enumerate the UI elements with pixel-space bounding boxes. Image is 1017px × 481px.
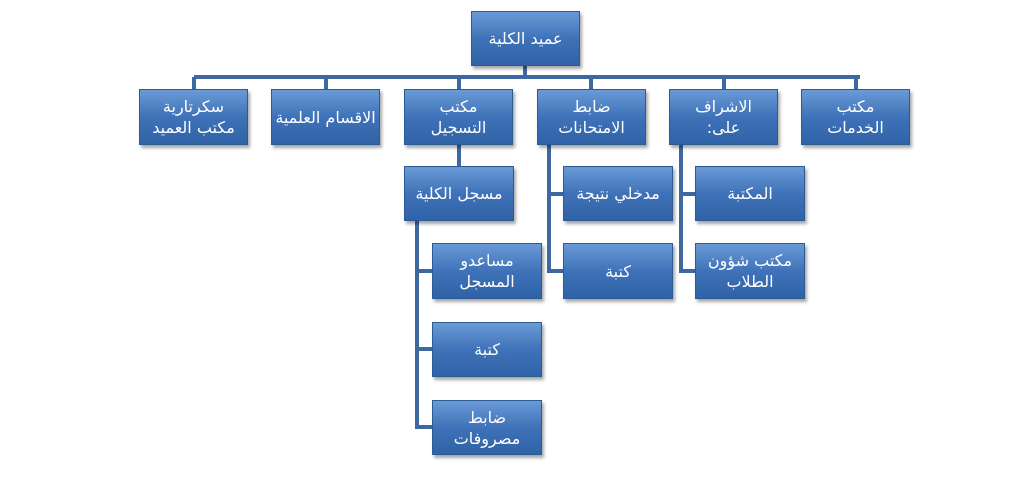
connector	[415, 425, 432, 429]
node-supervision: الاشراف على:	[669, 89, 778, 145]
connector	[192, 77, 196, 89]
connector	[457, 145, 461, 166]
node-services-office: مكتب الخدمات	[801, 89, 910, 145]
connector	[679, 269, 695, 273]
node-registration-clerks: كتبة	[432, 322, 542, 377]
node-exam-clerks: كتبة	[563, 243, 673, 299]
connector	[415, 347, 432, 351]
connector	[854, 77, 858, 89]
node-library: المكتبة	[695, 166, 805, 221]
connector	[679, 192, 695, 196]
connector	[679, 145, 683, 272]
node-result-entry: مدخلي نتيجة	[563, 166, 673, 221]
node-dean-secretariat: سكرتارية مكتب العميد	[139, 89, 248, 145]
node-expenses-officer: ضابط مصروفات	[432, 400, 542, 455]
node-dean: عميد الكلية	[471, 11, 580, 66]
node-registrar-assistants: مساعدو المسجل	[432, 243, 542, 299]
node-exams-officer: ضابط الامتحانات	[537, 89, 646, 145]
connector	[589, 77, 593, 89]
connector	[194, 75, 860, 79]
node-registration-office: مكتب التسجيل	[404, 89, 513, 145]
node-academic-departments: الاقسام العلمية	[271, 89, 380, 145]
connector	[457, 77, 461, 89]
connector	[547, 192, 563, 196]
connector	[415, 269, 432, 273]
connector	[523, 66, 527, 78]
node-registrar: مسجل الكلية	[404, 166, 514, 221]
connector	[415, 221, 419, 428]
connector	[324, 77, 328, 89]
connector	[547, 269, 563, 273]
connector	[722, 77, 726, 89]
connector	[547, 145, 551, 272]
node-student-affairs: مكتب شؤون الطلاب	[695, 243, 805, 299]
